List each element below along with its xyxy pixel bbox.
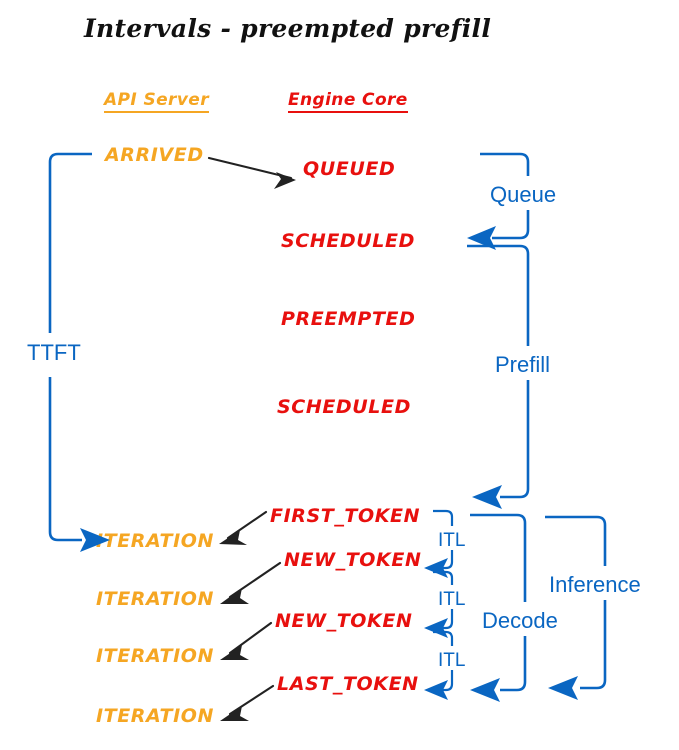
interval-label-queue: Queue <box>487 182 560 208</box>
interval-label-itl-2: ITL <box>435 589 469 611</box>
column-header-api-server: API Server <box>104 90 210 113</box>
state-queued: QUEUED <box>303 158 396 180</box>
state-scheduled-2: SCHEDULED <box>277 396 411 418</box>
arrow-new-token-1-to-iteration-2 <box>220 561 282 604</box>
interval-label-itl-1: ITL <box>435 530 469 552</box>
interval-label-ttft: TTFT <box>24 340 84 366</box>
state-iteration-1: ITERATION <box>96 530 215 552</box>
column-header-engine-core: Engine Core <box>288 90 408 113</box>
page-title: Intervals - preempted prefill <box>84 14 492 43</box>
interval-label-inference: Inference <box>546 572 644 598</box>
interval-label-decode: Decode <box>479 608 561 634</box>
state-iteration-2: ITERATION <box>96 588 215 610</box>
state-arrived: ARRIVED <box>105 144 204 166</box>
state-new-token-2: NEW_TOKEN <box>275 610 413 632</box>
state-new-token-1: NEW_TOKEN <box>284 549 422 571</box>
arrow-new-token-2-to-iteration-3 <box>220 621 273 660</box>
column-header-engine-core-label: Engine Core <box>288 90 408 113</box>
state-iteration-3: ITERATION <box>96 645 215 667</box>
state-iteration-4: ITERATION <box>96 705 215 727</box>
state-first-token: FIRST_TOKEN <box>270 505 421 527</box>
state-preempted: PREEMPTED <box>281 308 416 330</box>
interval-bracket-queue <box>467 152 530 250</box>
interval-bracket-itl-3 <box>424 630 454 700</box>
arrow-last-token-to-iteration-4 <box>220 684 275 721</box>
interval-label-prefill: Prefill <box>492 352 554 378</box>
arrow-first-token-to-iteration-1 <box>219 510 268 545</box>
interval-bracket-itl-1 <box>424 509 454 578</box>
interval-bracket-inference <box>545 515 607 700</box>
column-header-api-server-label: API Server <box>104 90 210 113</box>
interval-bracket-decode <box>470 513 527 702</box>
interval-bracket-prefill <box>467 244 530 509</box>
arrow-arrived-to-queued <box>207 156 296 189</box>
state-scheduled-1: SCHEDULED <box>281 230 415 252</box>
state-last-token: LAST_TOKEN <box>277 673 419 695</box>
interval-bracket-itl-2 <box>424 570 454 638</box>
interval-bracket-ttft <box>48 152 110 552</box>
interval-label-itl-3: ITL <box>435 650 469 672</box>
